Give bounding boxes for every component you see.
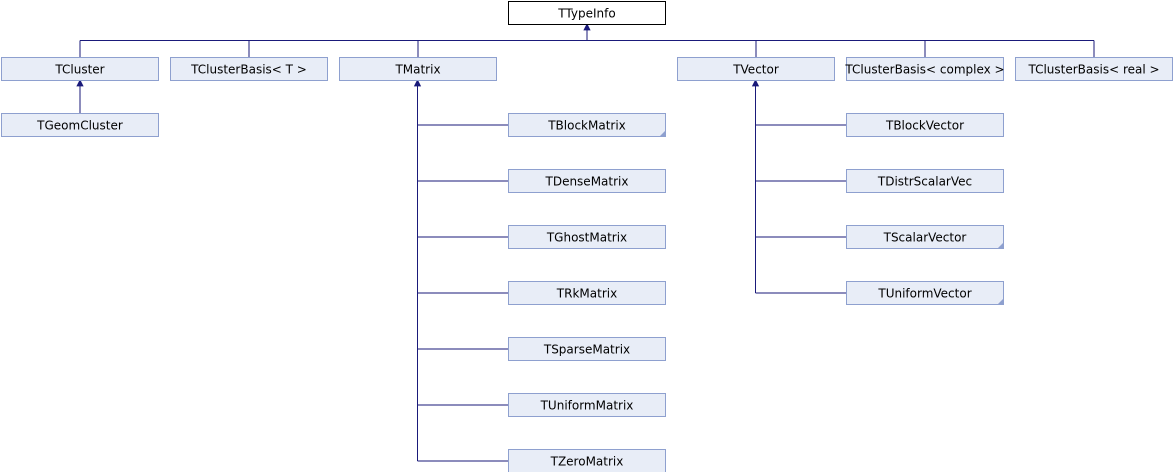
more-subclasses-corner-icon: [659, 130, 666, 137]
class-box[interactable]: [508, 169, 666, 193]
class-box[interactable]: [846, 281, 1004, 305]
class-box[interactable]: [846, 113, 1004, 137]
class-node-tuniformmatrix[interactable]: TUniformMatrix: [508, 393, 666, 417]
class-box[interactable]: [1, 113, 159, 137]
class-node-tuniformvector[interactable]: TUniformVector: [846, 281, 1004, 305]
class-label: TClusterBasis< T >: [190, 63, 307, 77]
class-label: TUniformMatrix: [540, 399, 634, 413]
class-label: TCluster: [54, 63, 104, 77]
class-node-tblockmatrix[interactable]: TBlockMatrix: [508, 113, 666, 137]
class-box[interactable]: [677, 57, 835, 81]
class-label: TTypeInfo: [557, 7, 615, 21]
class-box[interactable]: [508, 113, 666, 137]
class-node-tsparsematrix[interactable]: TSparseMatrix: [508, 337, 666, 361]
inheritance-arrowhead: [413, 79, 422, 87]
class-label: TZeroMatrix: [550, 455, 624, 469]
class-box[interactable]: [846, 169, 1004, 193]
class-node-tclusterbasis-t[interactable]: TClusterBasis< T >: [170, 57, 328, 81]
class-box[interactable]: [508, 281, 666, 305]
class-node-tdistrscalarvec[interactable]: TDistrScalarVec: [846, 169, 1004, 193]
class-node-trkmatrix[interactable]: TRkMatrix: [508, 281, 666, 305]
class-label: TClusterBasis< real >: [1027, 63, 1159, 77]
class-label: TBlockVector: [885, 119, 964, 133]
class-node-ttypeinfo[interactable]: TTypeInfo: [508, 1, 666, 25]
class-box[interactable]: [339, 57, 497, 81]
class-node-tzeromatrix[interactable]: TZeroMatrix: [508, 449, 666, 472]
class-node-tvector[interactable]: TVector: [677, 57, 835, 81]
class-label: TRkMatrix: [556, 287, 617, 301]
class-box[interactable]: [846, 57, 1004, 81]
inheritance-line: [79, 28, 1095, 57]
more-subclasses-corner-icon: [997, 242, 1004, 249]
class-node-tcluster[interactable]: TCluster: [1, 57, 159, 81]
class-node-tclusterbasis-real[interactable]: TClusterBasis< real >: [1015, 57, 1173, 81]
inheritance-edges: [76, 23, 1095, 462]
edges-from-ttypeinfo: [79, 23, 1095, 57]
inheritance-line: [755, 84, 846, 294]
class-label: TScalarVector: [883, 231, 967, 245]
class-box[interactable]: [508, 449, 666, 472]
inheritance-arrowhead: [76, 79, 84, 87]
class-box[interactable]: [508, 337, 666, 361]
class-box[interactable]: [170, 57, 328, 81]
more-subclasses-corner-icon: [997, 298, 1004, 305]
class-node-tgeomcluster[interactable]: TGeomCluster: [1, 113, 159, 137]
class-node-tdensematrix[interactable]: TDenseMatrix: [508, 169, 666, 193]
class-node-tghostmatrix[interactable]: TGhostMatrix: [508, 225, 666, 249]
class-node-tclusterbasis-complex[interactable]: TClusterBasis< complex >: [844, 57, 1005, 81]
class-box[interactable]: [846, 225, 1004, 249]
class-label: TSparseMatrix: [543, 343, 630, 357]
edges-from-tcluster: [76, 79, 84, 113]
inheritance-arrowhead: [751, 79, 760, 87]
class-node-tscalarvector[interactable]: TScalarVector: [846, 225, 1004, 249]
class-label: TMatrix: [394, 63, 440, 77]
class-label: TVector: [732, 63, 779, 77]
edges-from-tmatrix: [413, 79, 508, 462]
class-label: TGhostMatrix: [546, 231, 627, 245]
inheritance-line: [417, 84, 508, 462]
class-box[interactable]: [508, 1, 666, 25]
class-label: TBlockMatrix: [547, 119, 626, 133]
class-label: TDenseMatrix: [545, 175, 629, 189]
class-box[interactable]: [508, 225, 666, 249]
class-label: TDistrScalarVec: [877, 175, 972, 189]
class-label: TUniformVector: [877, 287, 971, 301]
class-box[interactable]: [508, 393, 666, 417]
inheritance-arrowhead: [583, 23, 591, 31]
class-label: TGeomCluster: [36, 119, 123, 133]
class-box[interactable]: [1, 57, 159, 81]
edges-from-tvector: [751, 79, 846, 294]
class-node-tmatrix[interactable]: TMatrix: [339, 57, 497, 81]
class-label: TClusterBasis< complex >: [844, 63, 1004, 77]
class-node-tblockvector[interactable]: TBlockVector: [846, 113, 1004, 137]
